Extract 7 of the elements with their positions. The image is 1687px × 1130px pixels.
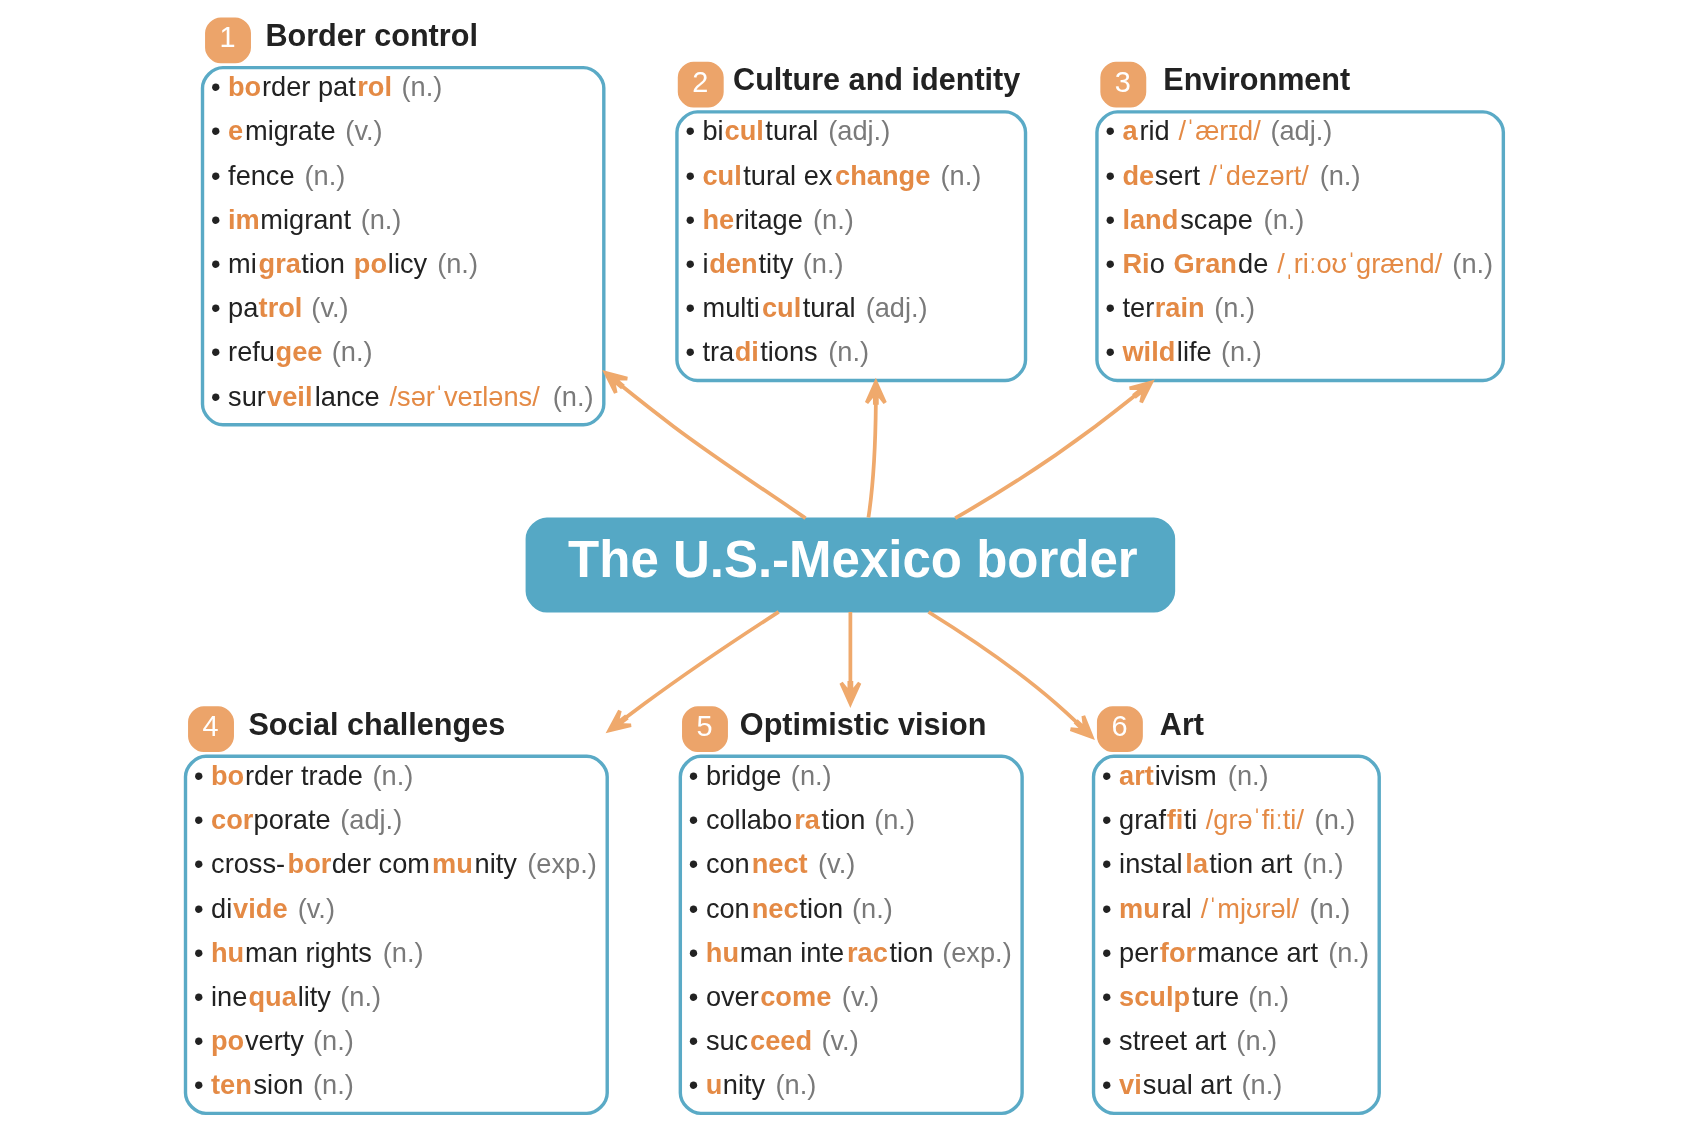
arrow [953, 380, 1153, 520]
arrow [864, 380, 887, 518]
arrow [927, 610, 1093, 739]
arrow [606, 610, 780, 733]
arrow [603, 371, 807, 520]
node-box: The U.S.-Mexico border [525, 517, 1175, 613]
arrow [838, 611, 861, 706]
